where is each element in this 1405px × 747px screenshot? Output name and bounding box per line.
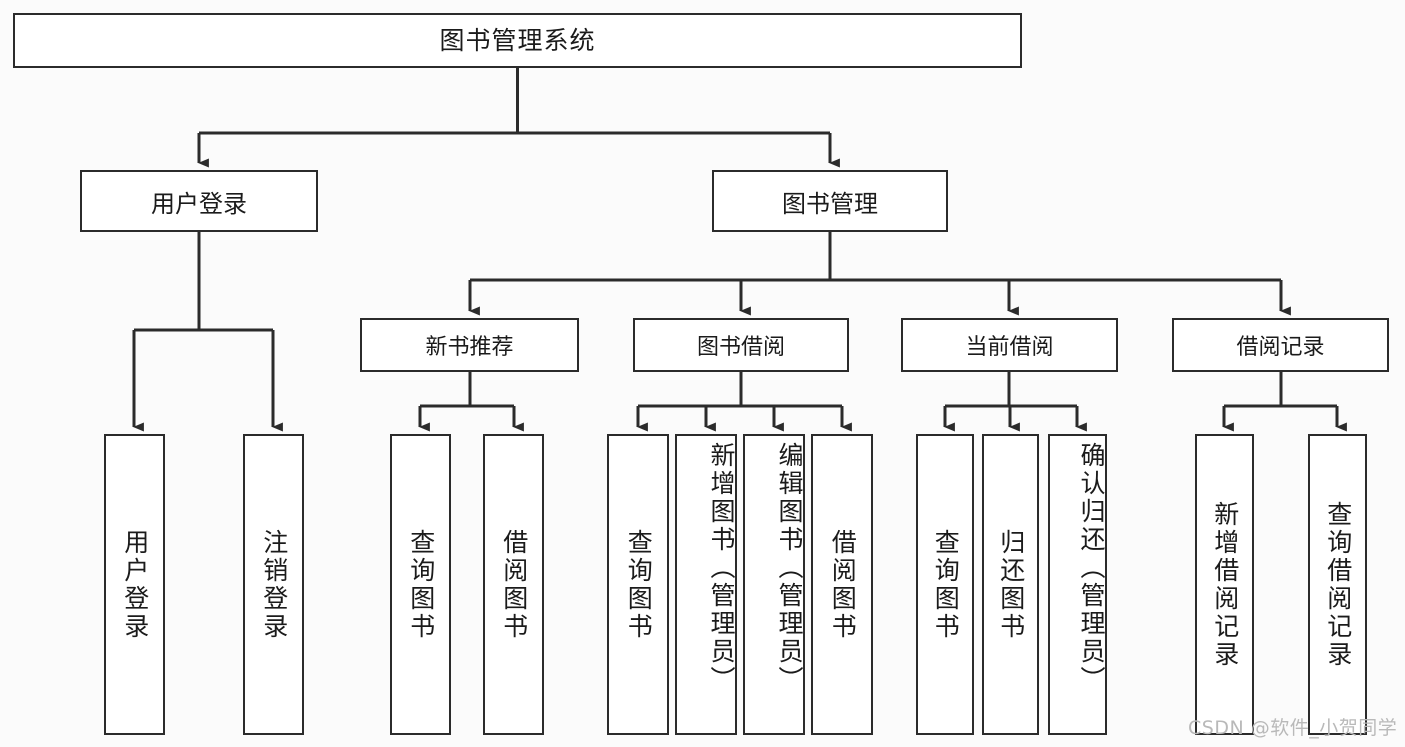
- leaf-confirm-return-admin[interactable]: 确认归还（管理员）: [1048, 434, 1107, 735]
- leaf-query-books-borrow[interactable]: 查询图书: [607, 434, 669, 735]
- node-root[interactable]: 图书管理系统: [13, 13, 1022, 68]
- leaf-borrow-books-recommend[interactable]: 借阅图书: [483, 434, 544, 735]
- csdn-watermark: CSDN @软件_小贺同学: [1188, 717, 1398, 739]
- node-user-login[interactable]: 用户登录: [80, 170, 318, 232]
- node-current-borrow[interactable]: 当前借阅: [901, 318, 1118, 372]
- leaf-borrow-book[interactable]: 借阅图书: [811, 434, 873, 735]
- leaf-edit-book-admin[interactable]: 编辑图书（管理员）: [743, 434, 805, 735]
- node-borrow-records[interactable]: 借阅记录: [1172, 318, 1389, 372]
- node-new-book-recommend[interactable]: 新书推荐: [360, 318, 579, 372]
- leaf-user-login[interactable]: 用户登录: [104, 434, 165, 735]
- node-book-management[interactable]: 图书管理: [712, 170, 948, 232]
- node-book-borrow[interactable]: 图书借阅: [633, 318, 849, 372]
- leaf-query-borrow-record[interactable]: 查询借阅记录: [1308, 434, 1367, 735]
- leaf-return-book[interactable]: 归还图书: [982, 434, 1039, 735]
- leaf-add-book-admin[interactable]: 新增图书（管理员）: [675, 434, 737, 735]
- leaf-add-borrow-record[interactable]: 新增借阅记录: [1195, 434, 1254, 735]
- leaf-query-books-recommend[interactable]: 查询图书: [390, 434, 451, 735]
- leaf-query-books-current[interactable]: 查询图书: [916, 434, 974, 735]
- leaf-user-logout[interactable]: 注销登录: [243, 434, 304, 735]
